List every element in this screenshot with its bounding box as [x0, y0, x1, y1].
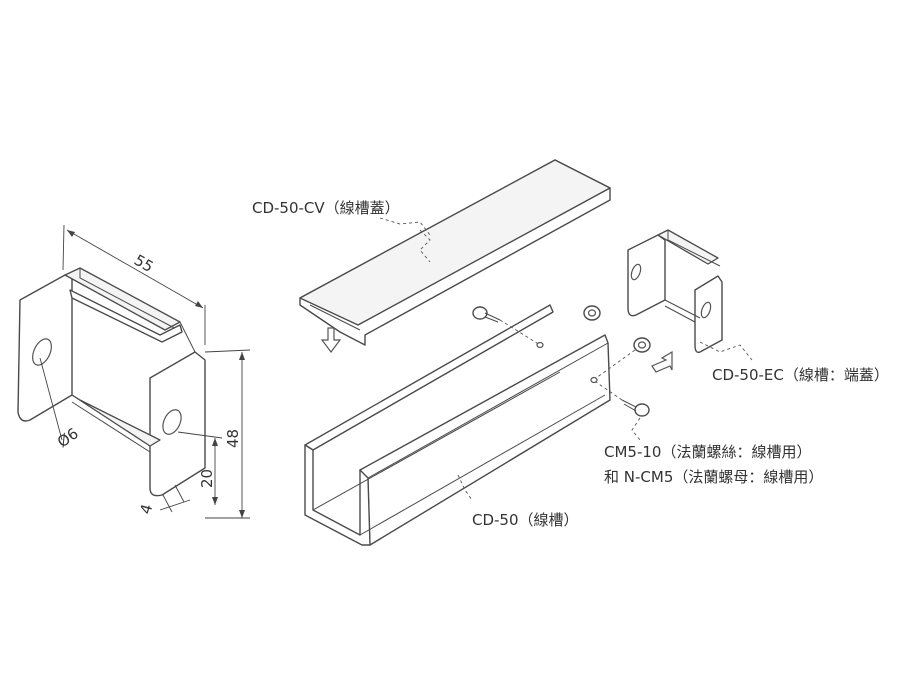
- end-cap-bottom-web: [71, 394, 161, 447]
- back-hole-icon: [32, 338, 52, 366]
- end-cap-inner-ledge: [69, 289, 183, 343]
- flange-screw-bottom: [595, 381, 650, 417]
- duct-body: [304, 304, 611, 546]
- dim-width-text: 55: [131, 251, 157, 276]
- label-duct: CD-50（線槽）: [472, 511, 579, 529]
- flange-nut-top: [583, 305, 601, 321]
- dim-thickness-text: 4: [136, 502, 156, 516]
- left-arrow-icon: [651, 350, 673, 373]
- front-hole-icon: [162, 409, 182, 435]
- down-arrow-icon: [320, 327, 342, 353]
- duct-cover: [299, 159, 611, 353]
- end-cap-dimension-drawing: 55 48 20 4 Ø6: [17, 224, 251, 519]
- flange-nut-right: [595, 337, 651, 379]
- dim-slot-text: 20: [198, 469, 216, 488]
- end-cap: [627, 229, 753, 361]
- dim-hole-text: Ø6: [54, 424, 82, 451]
- label-duct-cover: CD-50-CV（線槽蓋）: [252, 199, 400, 217]
- dim-height-text: 48: [224, 429, 242, 448]
- label-end-cap: CD-50-EC（線槽：端蓋）: [712, 366, 889, 384]
- label-nut: 和 N-CM5（法蘭螺母：線槽用）: [604, 468, 823, 486]
- label-screw: CM5-10（法蘭螺絲：線槽用）: [604, 443, 811, 461]
- flange-screw-top: [472, 306, 541, 346]
